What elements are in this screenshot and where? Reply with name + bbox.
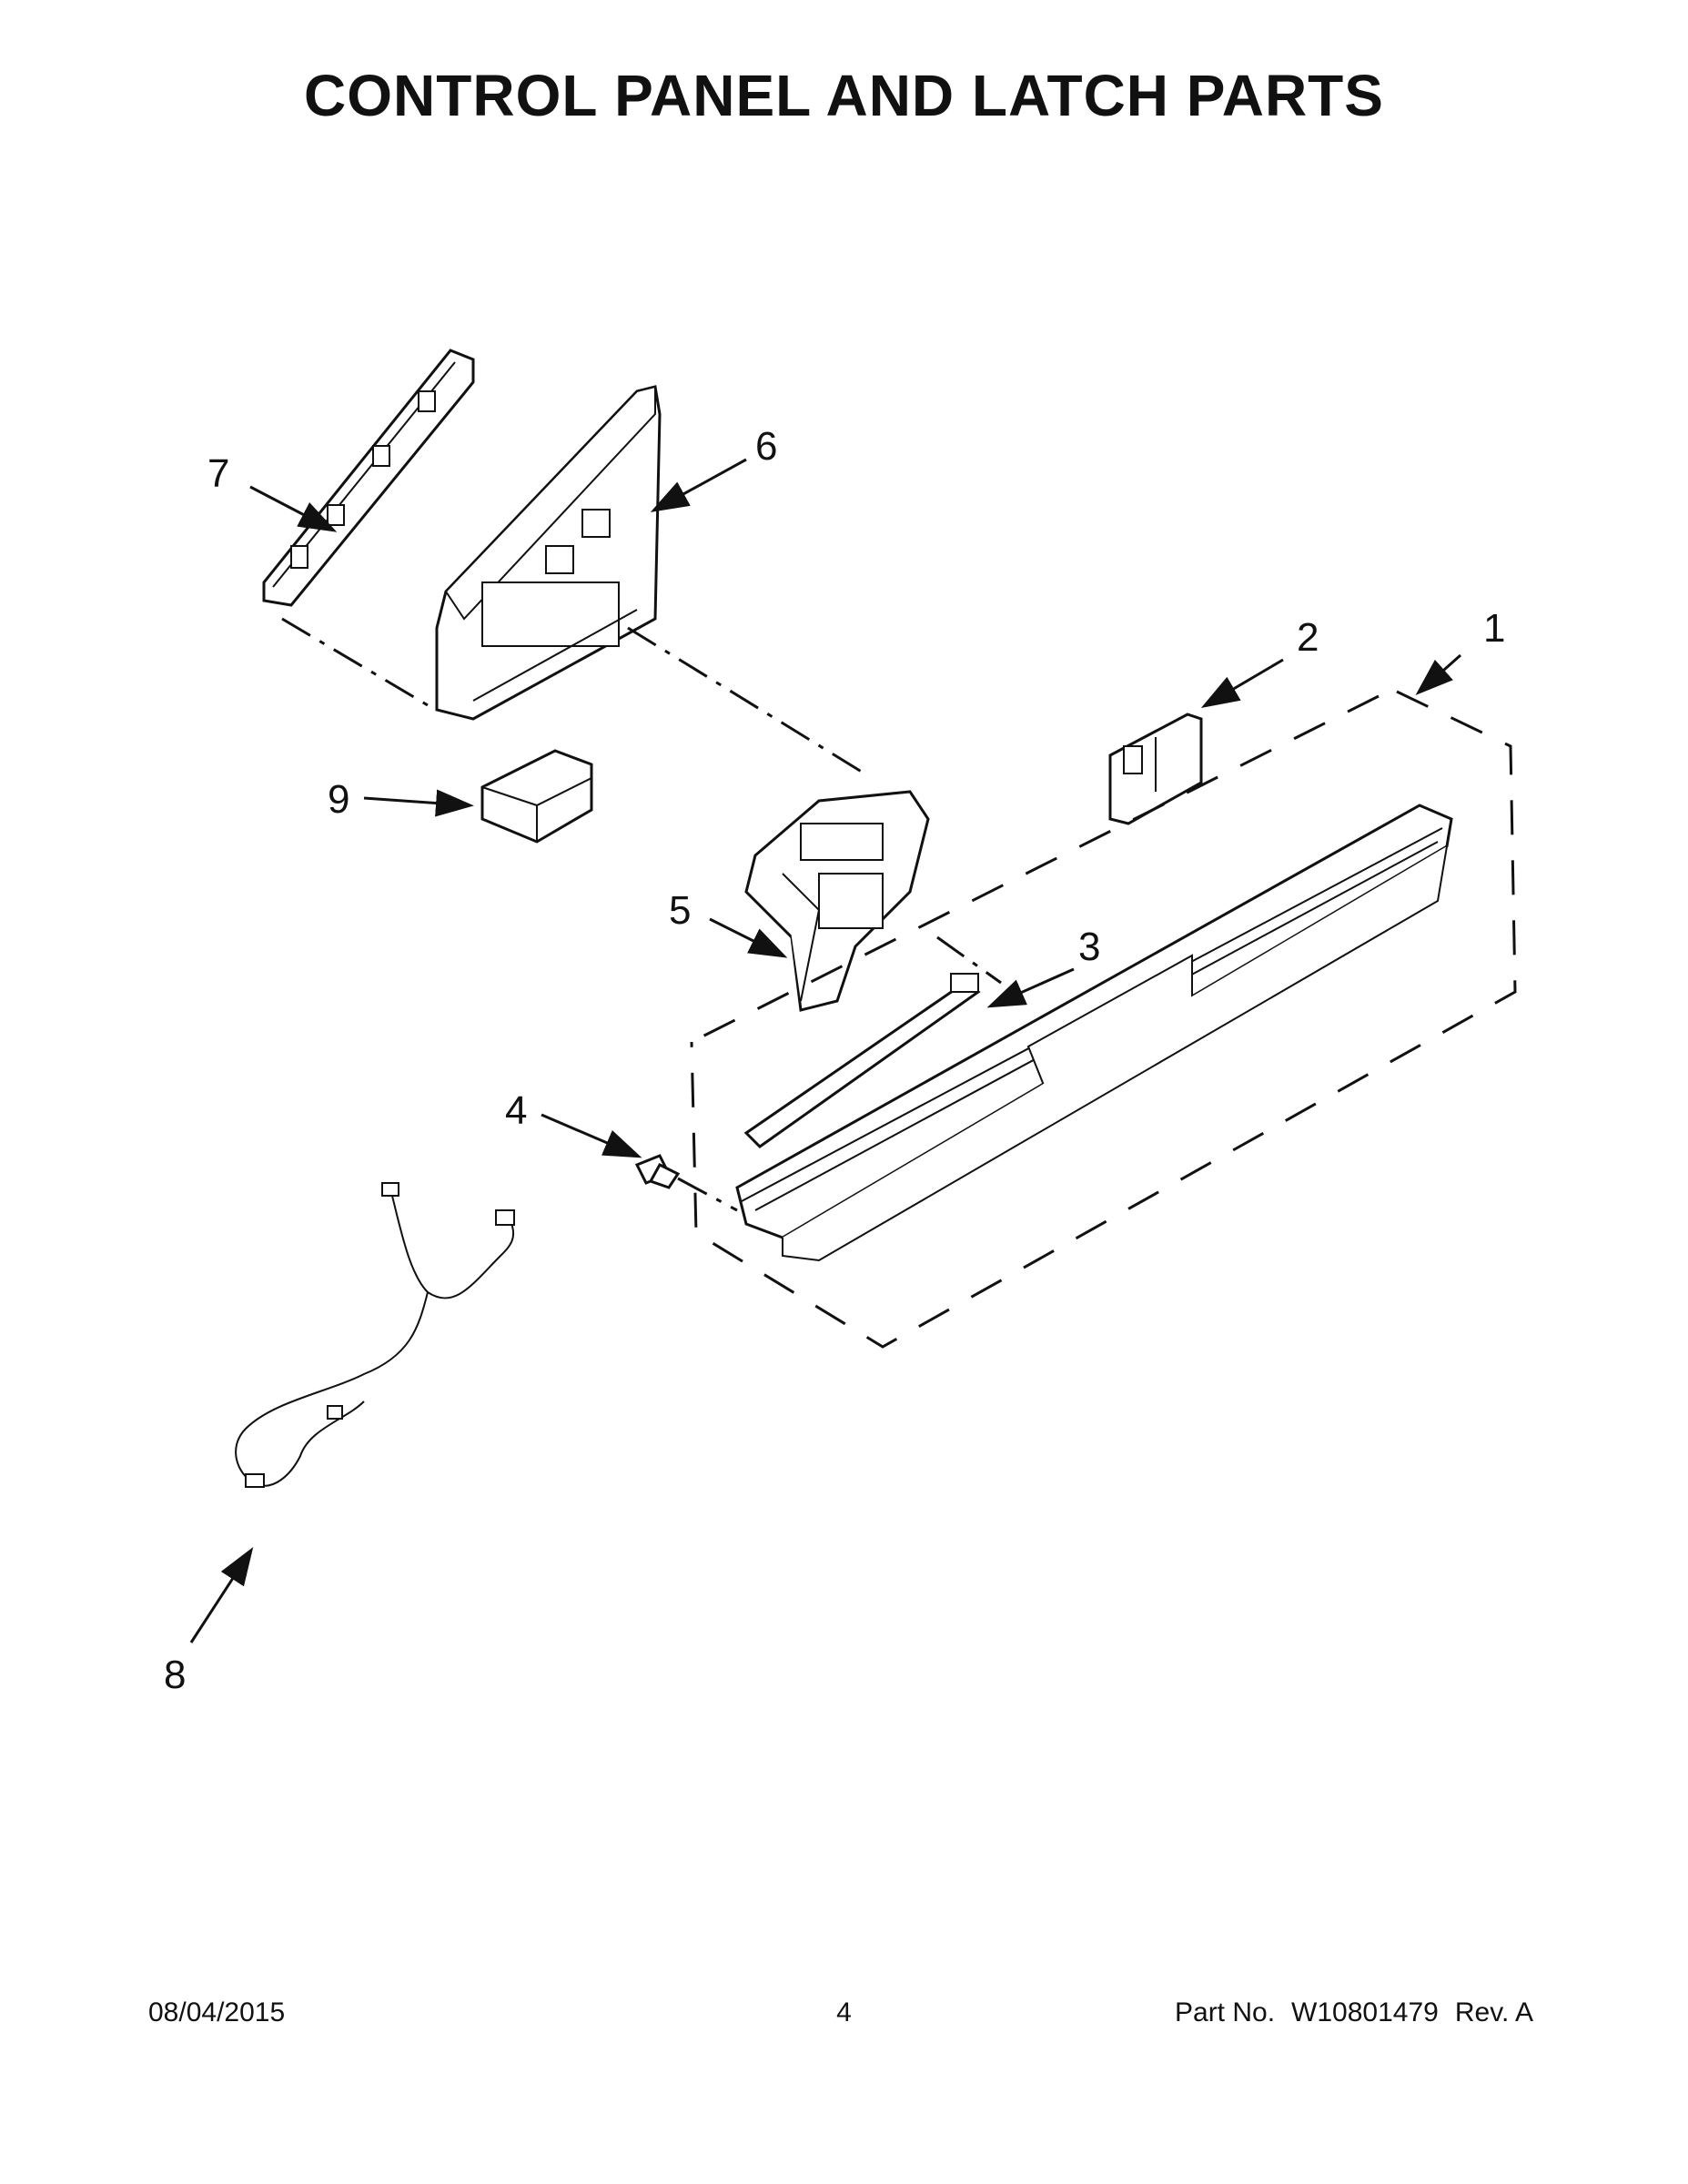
part-1-control-panel bbox=[735, 804, 1453, 1262]
footer-date: 08/04/2015 bbox=[148, 1997, 286, 2027]
leader-arrow-7 bbox=[249, 485, 338, 532]
part-6-control-board bbox=[435, 385, 662, 721]
revision: Rev. A bbox=[1454, 1997, 1533, 2027]
callout-7: 7 bbox=[207, 451, 229, 496]
part-5-latch bbox=[744, 790, 930, 1012]
leader-arrow-4 bbox=[541, 1113, 642, 1158]
callout-6: 6 bbox=[755, 424, 777, 469]
part-3-rod bbox=[743, 973, 981, 1148]
leader-arrow-9 bbox=[363, 789, 474, 817]
callout-8: 8 bbox=[164, 1653, 186, 1697]
leader-arrow-1 bbox=[1415, 653, 1461, 695]
leader-arrow-6 bbox=[650, 458, 747, 512]
callout-labels: 1 2 3 4 5 6 7 8 9 bbox=[164, 424, 1505, 1697]
leader-arrow-5 bbox=[709, 917, 788, 958]
footer-page-number: 4 bbox=[836, 1997, 852, 2027]
part-7-board-holder bbox=[262, 349, 475, 607]
alignment-lines bbox=[281, 617, 1002, 1212]
part-number-label: Part No. bbox=[1175, 1997, 1276, 2027]
leader-arrow-2 bbox=[1200, 658, 1284, 709]
callout-5: 5 bbox=[669, 888, 691, 933]
callout-1: 1 bbox=[1483, 606, 1505, 651]
leader-arrow-8 bbox=[189, 1546, 254, 1643]
leader-arrows bbox=[189, 458, 1461, 1643]
callout-3: 3 bbox=[1078, 925, 1100, 969]
leader-arrow-3 bbox=[986, 967, 1075, 1008]
page-title: CONTROL PANEL AND LATCH PARTS bbox=[304, 63, 1384, 128]
part-number-value: W10801479 bbox=[1291, 1997, 1439, 2027]
part-8-wire-harness bbox=[235, 1182, 515, 1488]
part-9-bracket bbox=[480, 749, 593, 844]
footer-part-info: Part No. W10801479 Rev. A bbox=[1158, 1997, 1533, 2028]
callout-2: 2 bbox=[1297, 615, 1319, 660]
callout-9: 9 bbox=[328, 777, 349, 822]
part-4-screw bbox=[634, 1154, 681, 1189]
assembly-outline-part-1 bbox=[690, 690, 1517, 1349]
part-2-plate bbox=[1108, 713, 1203, 825]
callout-4: 4 bbox=[505, 1088, 527, 1133]
